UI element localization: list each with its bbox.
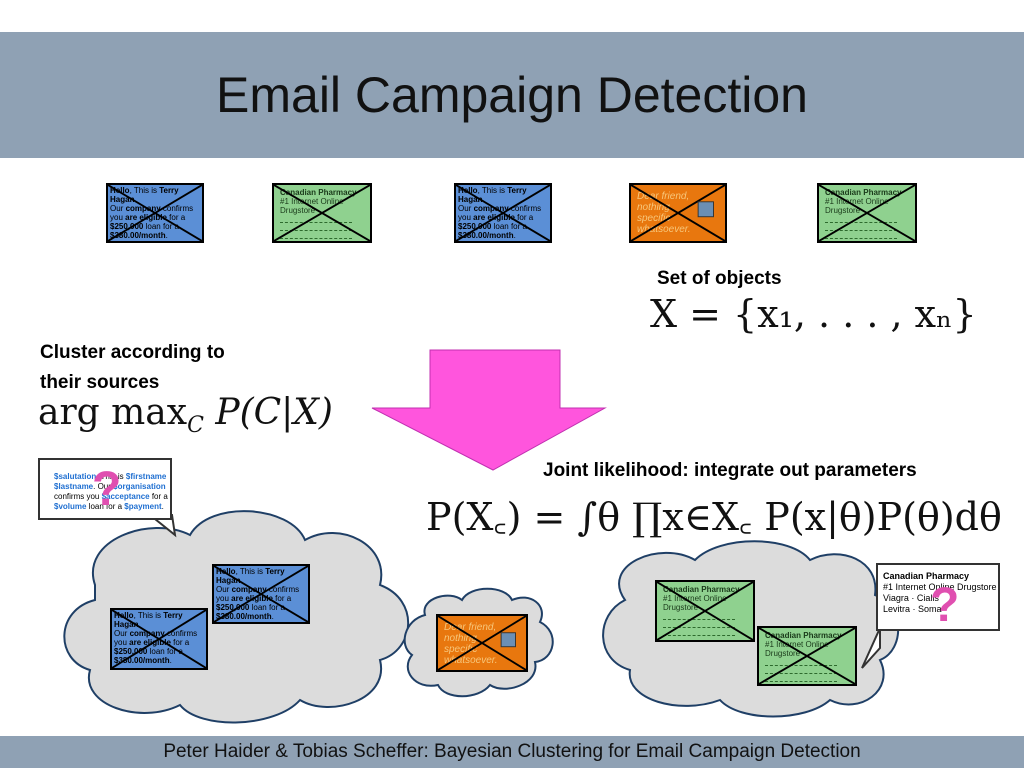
email-blue-cluster-2: Hello, This is Terry Hagan. Our company … xyxy=(110,608,208,670)
email-blue-1: Hello, This is Terry Hagan. Our company … xyxy=(106,183,204,243)
email-body: Canadian Pharmacy#1 Internet Online Drug… xyxy=(663,585,753,636)
envelope-flap-icon xyxy=(759,628,855,684)
label-cluster-line1: Cluster according to xyxy=(40,342,225,363)
email-body: Canadian Pharmacy#1 Internet Online Drug… xyxy=(280,188,370,239)
question-mark-right: ? xyxy=(930,579,960,632)
pharmacy-text: Canadian Pharmacy #1 Internet Online Dru… xyxy=(883,571,997,614)
formula-set: X = {x₁, . . . , xₙ} xyxy=(650,292,977,336)
slide-title: Email Campaign Detection xyxy=(216,67,808,123)
label-cluster-line2: their sources xyxy=(40,372,160,393)
email-green-cluster-2: Canadian Pharmacy#1 Internet Online Drug… xyxy=(757,626,857,686)
envelope-flap-icon xyxy=(819,185,915,241)
down-arrow xyxy=(371,349,607,471)
label-joint-likelihood: Joint likelihood: integrate out paramete… xyxy=(543,460,917,481)
email-body: Hello, This is Terry Hagan. Our company … xyxy=(114,611,198,665)
email-green-cluster-1: Canadian Pharmacy#1 Internet Online Drug… xyxy=(655,580,755,642)
email-green-2: Canadian Pharmacy#1 Internet Online Drug… xyxy=(817,183,917,243)
email-body: Canadian Pharmacy#1 Internet Online Drug… xyxy=(825,188,915,239)
formula-argmax: arg maxC P(C|X) xyxy=(38,392,333,439)
envelope-flap-icon xyxy=(657,582,753,640)
envelope-flap-icon xyxy=(108,185,202,241)
template-bubble: $salutation, This is $firstname $lastnam… xyxy=(38,458,172,520)
email-blue-2: Hello, This is Terry Hagan. Our company … xyxy=(454,183,552,243)
formula-joint: P(X꜀) = ∫θ ∏x∈X꜀ P(x|θ)P(θ)dθ xyxy=(426,495,1002,539)
envelope-flap-icon xyxy=(274,185,370,241)
bubble-tail-right xyxy=(861,627,881,669)
email-body: Canadian Pharmacy#1 Internet Online Drug… xyxy=(765,631,855,682)
title-bar xyxy=(0,32,1024,158)
envelope-flap-icon xyxy=(214,566,308,622)
pharmacy-bubble: Canadian Pharmacy #1 Internet Online Dru… xyxy=(876,563,1000,631)
template-text: $salutation, This is $firstname $lastnam… xyxy=(54,472,168,511)
envelope-flap-icon xyxy=(112,610,206,668)
label-set-of-objects: Set of objects xyxy=(657,268,782,289)
footer-text: Peter Haider & Tobias Scheffer: Bayesian… xyxy=(163,741,861,762)
email-green-1: Canadian Pharmacy#1 Internet Online Drug… xyxy=(272,183,372,243)
envelope-flap-icon xyxy=(631,185,725,241)
envelope-flap-icon xyxy=(438,616,526,670)
envelope-flap-icon xyxy=(456,185,550,241)
email-blue-cluster-1: Hello, This is Terry Hagan. Our company … xyxy=(212,564,310,624)
footer-bar xyxy=(0,736,1024,768)
question-mark-left: ? xyxy=(92,463,122,516)
